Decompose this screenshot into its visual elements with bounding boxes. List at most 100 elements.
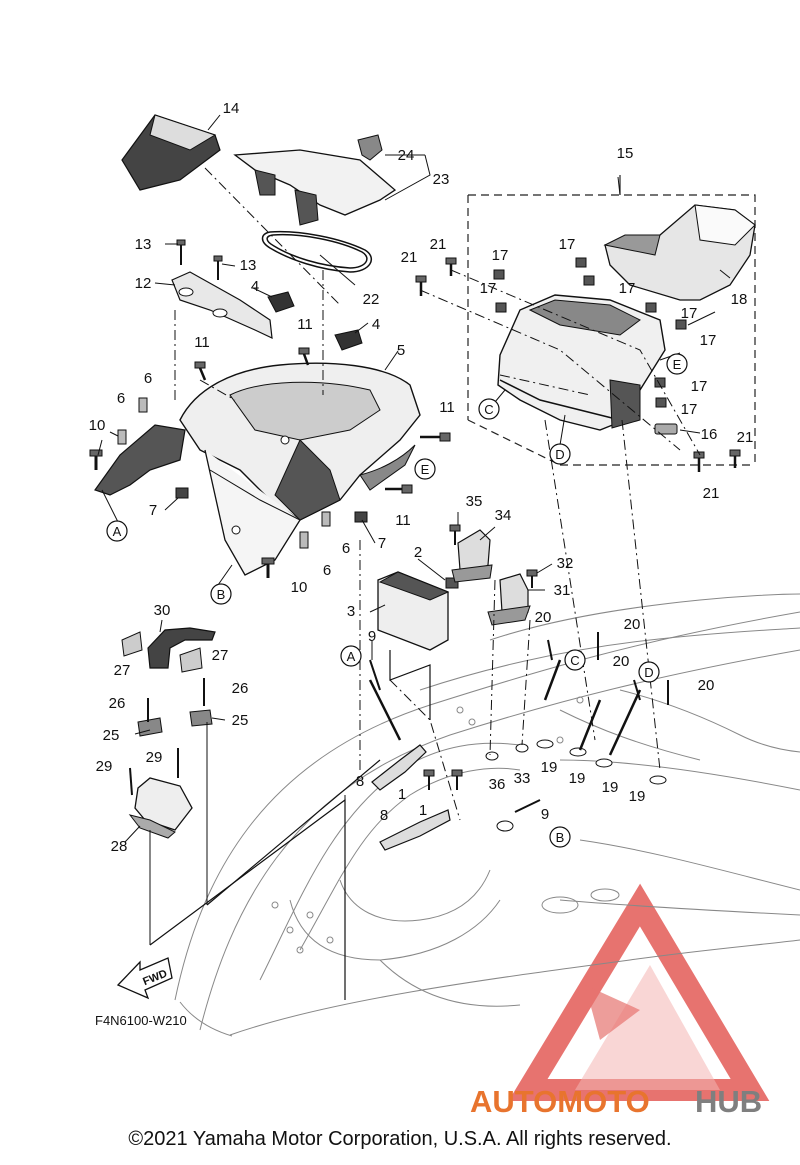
ref-B-2: B (556, 830, 565, 845)
callout-32: 32 (557, 555, 574, 572)
part-17-clips (493, 257, 687, 408)
callout-11b: 11 (194, 334, 210, 351)
callout-27b: 27 (212, 647, 229, 664)
part-20-pins (547, 632, 669, 705)
callout-20a: 20 (535, 609, 552, 626)
ref-D-1: D (555, 447, 564, 462)
callout-28: 28 (111, 838, 128, 855)
callout-6b: 6 (117, 390, 125, 407)
part-26-bolts (147, 678, 205, 722)
ref-E-2: E (421, 462, 430, 477)
callout-13b: 13 (240, 257, 257, 274)
callout-11d: 11 (395, 512, 411, 529)
callout-33: 33 (514, 770, 531, 787)
watermark-text-2: HUB (695, 1084, 762, 1119)
callout-22: 22 (363, 291, 380, 308)
callout-1a: 1 (398, 786, 406, 803)
callout-17f: 17 (700, 332, 717, 349)
watermark-wordmark: AUTOMOTO HUB (470, 1084, 762, 1119)
part-25-brackets (137, 709, 213, 737)
callout-17e: 17 (681, 305, 698, 322)
callout-21b: 21 (401, 249, 418, 266)
ref-E-1: E (673, 357, 682, 372)
part-15-storage-box (497, 294, 666, 431)
fwd-arrow: FWD (116, 957, 173, 1000)
callout-1b: 1 (419, 802, 427, 819)
part-21-bolts (415, 257, 741, 472)
callout-6a: 6 (144, 370, 152, 387)
callout-8a: 8 (356, 773, 364, 790)
callout-25a: 25 (103, 727, 120, 744)
callout-9a: 9 (368, 628, 376, 645)
part-2-clip (445, 577, 459, 589)
callout-21a: 21 (430, 236, 447, 253)
callout-31: 31 (554, 582, 571, 599)
part-4-caps (267, 291, 363, 351)
callout-11a: 11 (297, 316, 313, 333)
part-28-housing (128, 777, 193, 839)
part-8-brackets (371, 744, 451, 851)
part-32-screw (526, 569, 538, 588)
callout-25b: 25 (232, 712, 249, 729)
leader-lines (97, 114, 731, 945)
callout-34: 34 (495, 507, 512, 524)
callout-18: 18 (731, 291, 748, 308)
callout-20c: 20 (613, 653, 630, 670)
part-19-washers (536, 739, 667, 785)
callout-17d: 17 (619, 280, 636, 297)
hull-holes (271, 696, 584, 954)
part-13-screws (176, 239, 223, 280)
ref-A-1: A (113, 524, 122, 539)
part-7-clips (175, 487, 368, 523)
part-22-gasket (261, 230, 372, 273)
watermark-logo (508, 883, 770, 1101)
callout-19a: 19 (541, 759, 558, 776)
callout-27a: 27 (114, 662, 131, 679)
callout-26a: 26 (109, 695, 126, 712)
hull-outline (174, 593, 800, 1037)
part-35-screw (449, 524, 461, 545)
rod-assemblies (368, 659, 642, 756)
ref-B-1: B (217, 587, 226, 602)
callout-17b: 17 (480, 280, 497, 297)
callout-19c: 19 (602, 779, 619, 796)
diagram-code: F4N6100-W210 (95, 1013, 187, 1028)
ref-circles (106, 353, 688, 848)
callout-14: 14 (223, 100, 240, 117)
part-11-bolts (194, 347, 451, 494)
callout-20d: 20 (698, 677, 715, 694)
callout-8b: 8 (380, 807, 388, 824)
group-box-15 (467, 175, 756, 466)
callout-6c: 6 (342, 540, 350, 557)
callout-7b: 7 (378, 535, 386, 552)
callout-6d: 6 (323, 562, 331, 579)
callout-10b: 10 (291, 579, 308, 596)
part-side-liner (94, 424, 186, 496)
part-18-tray (603, 204, 756, 301)
callout-36: 36 (489, 776, 506, 793)
copyright-notice: ©2021 Yamaha Motor Corporation, U.S.A. A… (128, 1128, 672, 1150)
bracket-lines (149, 650, 431, 1000)
ref-C-1: C (484, 402, 493, 417)
callout-4b: 4 (372, 316, 380, 333)
callout-35: 35 (466, 493, 483, 510)
callout-20b: 20 (624, 616, 641, 633)
part-1-screws (423, 769, 463, 790)
callout-12: 12 (135, 275, 152, 292)
part-12-bracket (171, 271, 273, 339)
callout-30: 30 (154, 602, 171, 619)
ref-circle-labels: A B C D E E A C D B (113, 357, 682, 845)
callout-2: 2 (414, 544, 422, 561)
callout-17c: 17 (559, 236, 576, 253)
ref-A-2: A (347, 649, 356, 664)
callout-24: 24 (398, 147, 415, 164)
callout-26b: 26 (232, 680, 249, 697)
ref-D-2: D (644, 665, 653, 680)
part-9-pins (369, 659, 541, 813)
callout-10a: 10 (89, 417, 106, 434)
callout-16: 16 (701, 426, 718, 443)
part-30-strap (147, 627, 216, 669)
callout-5: 5 (397, 342, 405, 359)
callout-3: 3 (347, 603, 355, 620)
callout-17h: 17 (681, 401, 698, 418)
